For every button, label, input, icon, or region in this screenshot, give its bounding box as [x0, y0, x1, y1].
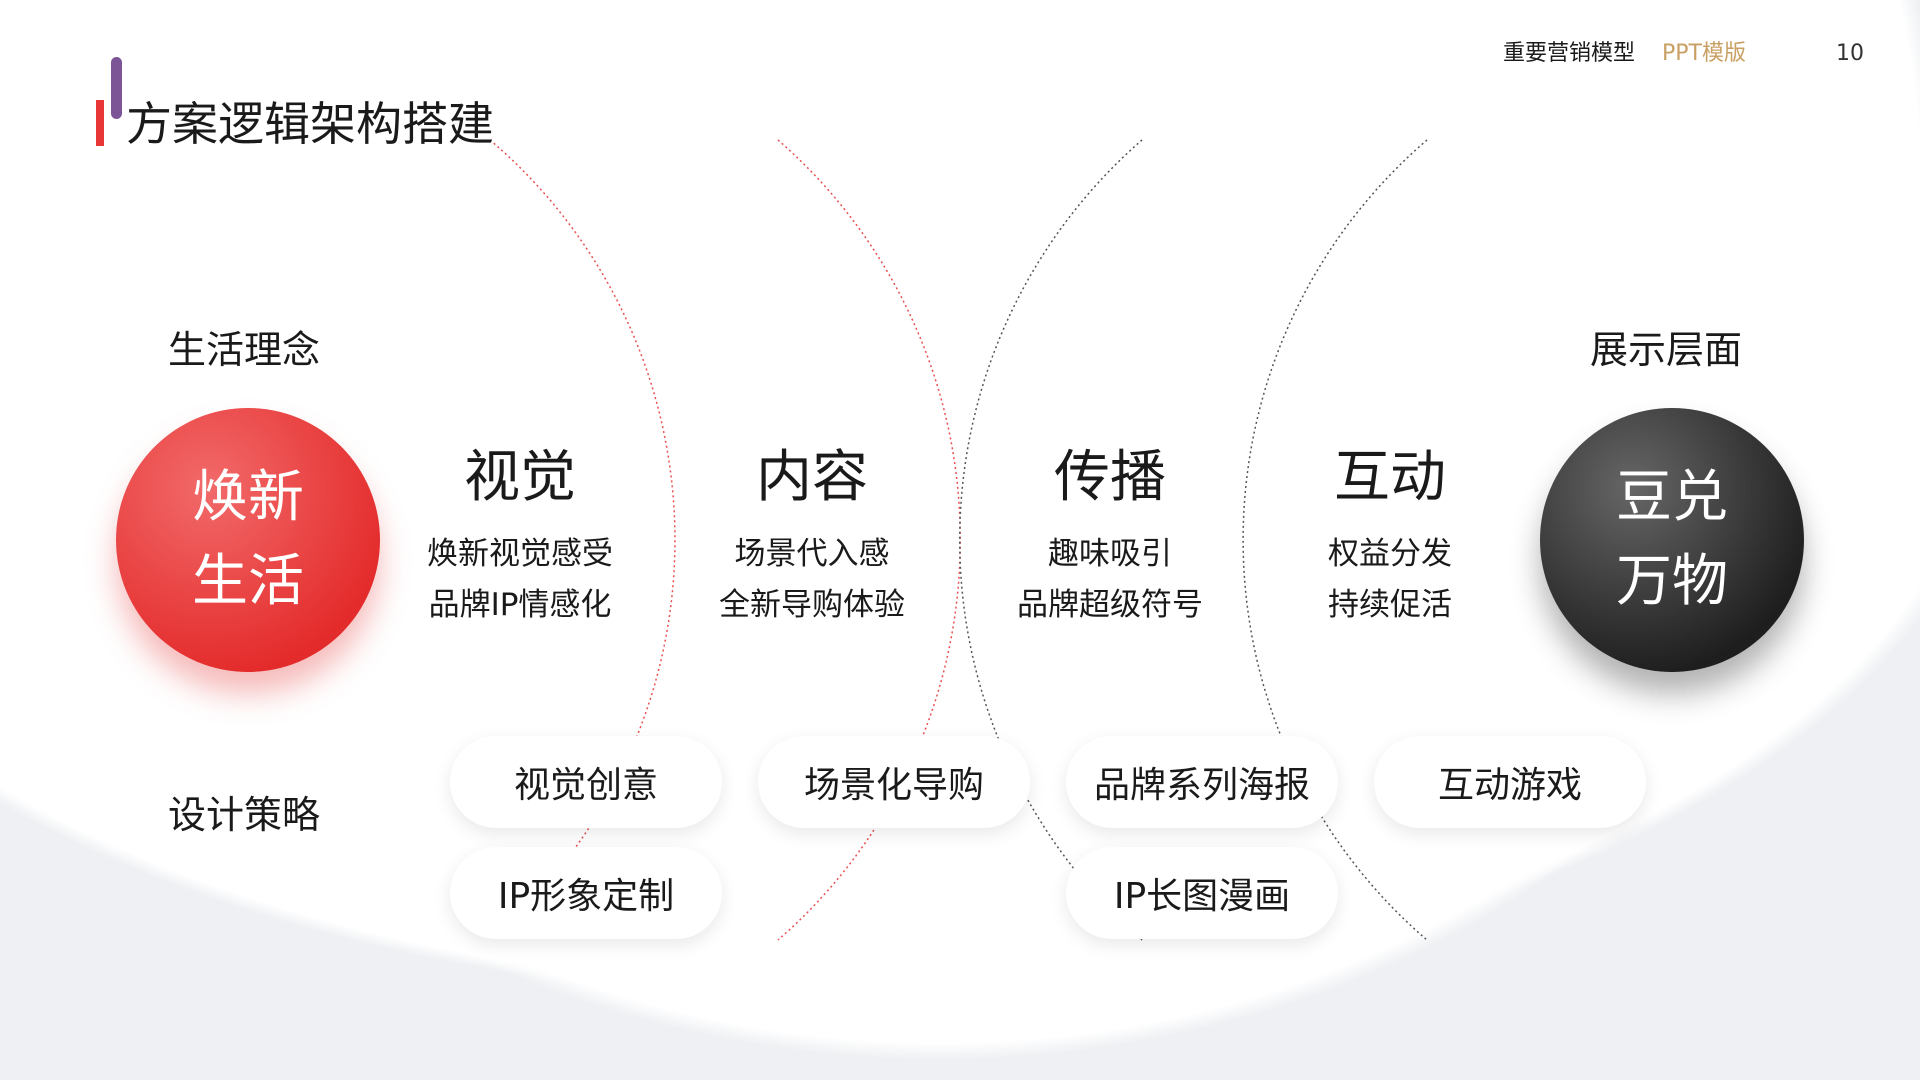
label-life-concept: 生活理念: [168, 328, 321, 372]
strategy-pill: 视觉创意: [450, 736, 722, 828]
strategy-pill: 场景化导购: [758, 736, 1030, 828]
circle-text: 豆兑: [1616, 465, 1728, 530]
strategy-pill: IP形象定制: [450, 847, 722, 939]
title-accent-purple: [111, 57, 122, 119]
display-circle: 豆兑 万物: [1540, 408, 1804, 672]
column-heading: 互动: [1334, 445, 1446, 510]
column-line: 全新导购体验: [719, 587, 905, 623]
column-heading: 视觉: [464, 445, 576, 510]
strategy-pill: 互动游戏: [1374, 736, 1646, 828]
column-heading: 内容: [756, 445, 868, 510]
column-line: 场景代入感: [734, 536, 890, 572]
title-accent-red: [96, 100, 104, 146]
column-line: 品牌超级符号: [1017, 587, 1203, 623]
page-number: 10: [1836, 41, 1864, 66]
column-visual: 视觉 焕新视觉感受 品牌IP情感化: [390, 445, 650, 631]
strategy-pill: IP长图漫画: [1066, 847, 1338, 939]
circle-text: 万物: [1616, 549, 1728, 614]
column-line: 品牌IP情感化: [428, 587, 612, 623]
arc-visual: [489, 139, 676, 941]
circle-text: 生活: [192, 549, 304, 614]
column-content: 内容 场景代入感 全新导购体验: [682, 445, 942, 631]
label-design-strategy: 设计策略: [168, 793, 321, 837]
header-template: PPT模版: [1662, 41, 1746, 66]
header-topic: 重要营销模型: [1503, 41, 1636, 66]
concept-circle: 焕新 生活: [116, 408, 380, 672]
column-line: 持续促活: [1328, 587, 1452, 623]
column-spread: 传播 趣味吸引 品牌超级符号: [980, 445, 1240, 631]
column-line: 焕新视觉感受: [427, 536, 613, 572]
strategy-pill: 品牌系列海报: [1066, 736, 1338, 828]
column-interact: 互动 权益分发 持续促活: [1260, 445, 1520, 631]
circle-text: 焕新: [192, 465, 304, 530]
column-heading: 传播: [1054, 445, 1166, 510]
label-display-level: 展示层面: [1590, 328, 1743, 372]
page-title: 方案逻辑架构搭建: [126, 97, 494, 151]
column-line: 权益分发: [1328, 536, 1452, 572]
column-line: 趣味吸引: [1048, 536, 1172, 572]
